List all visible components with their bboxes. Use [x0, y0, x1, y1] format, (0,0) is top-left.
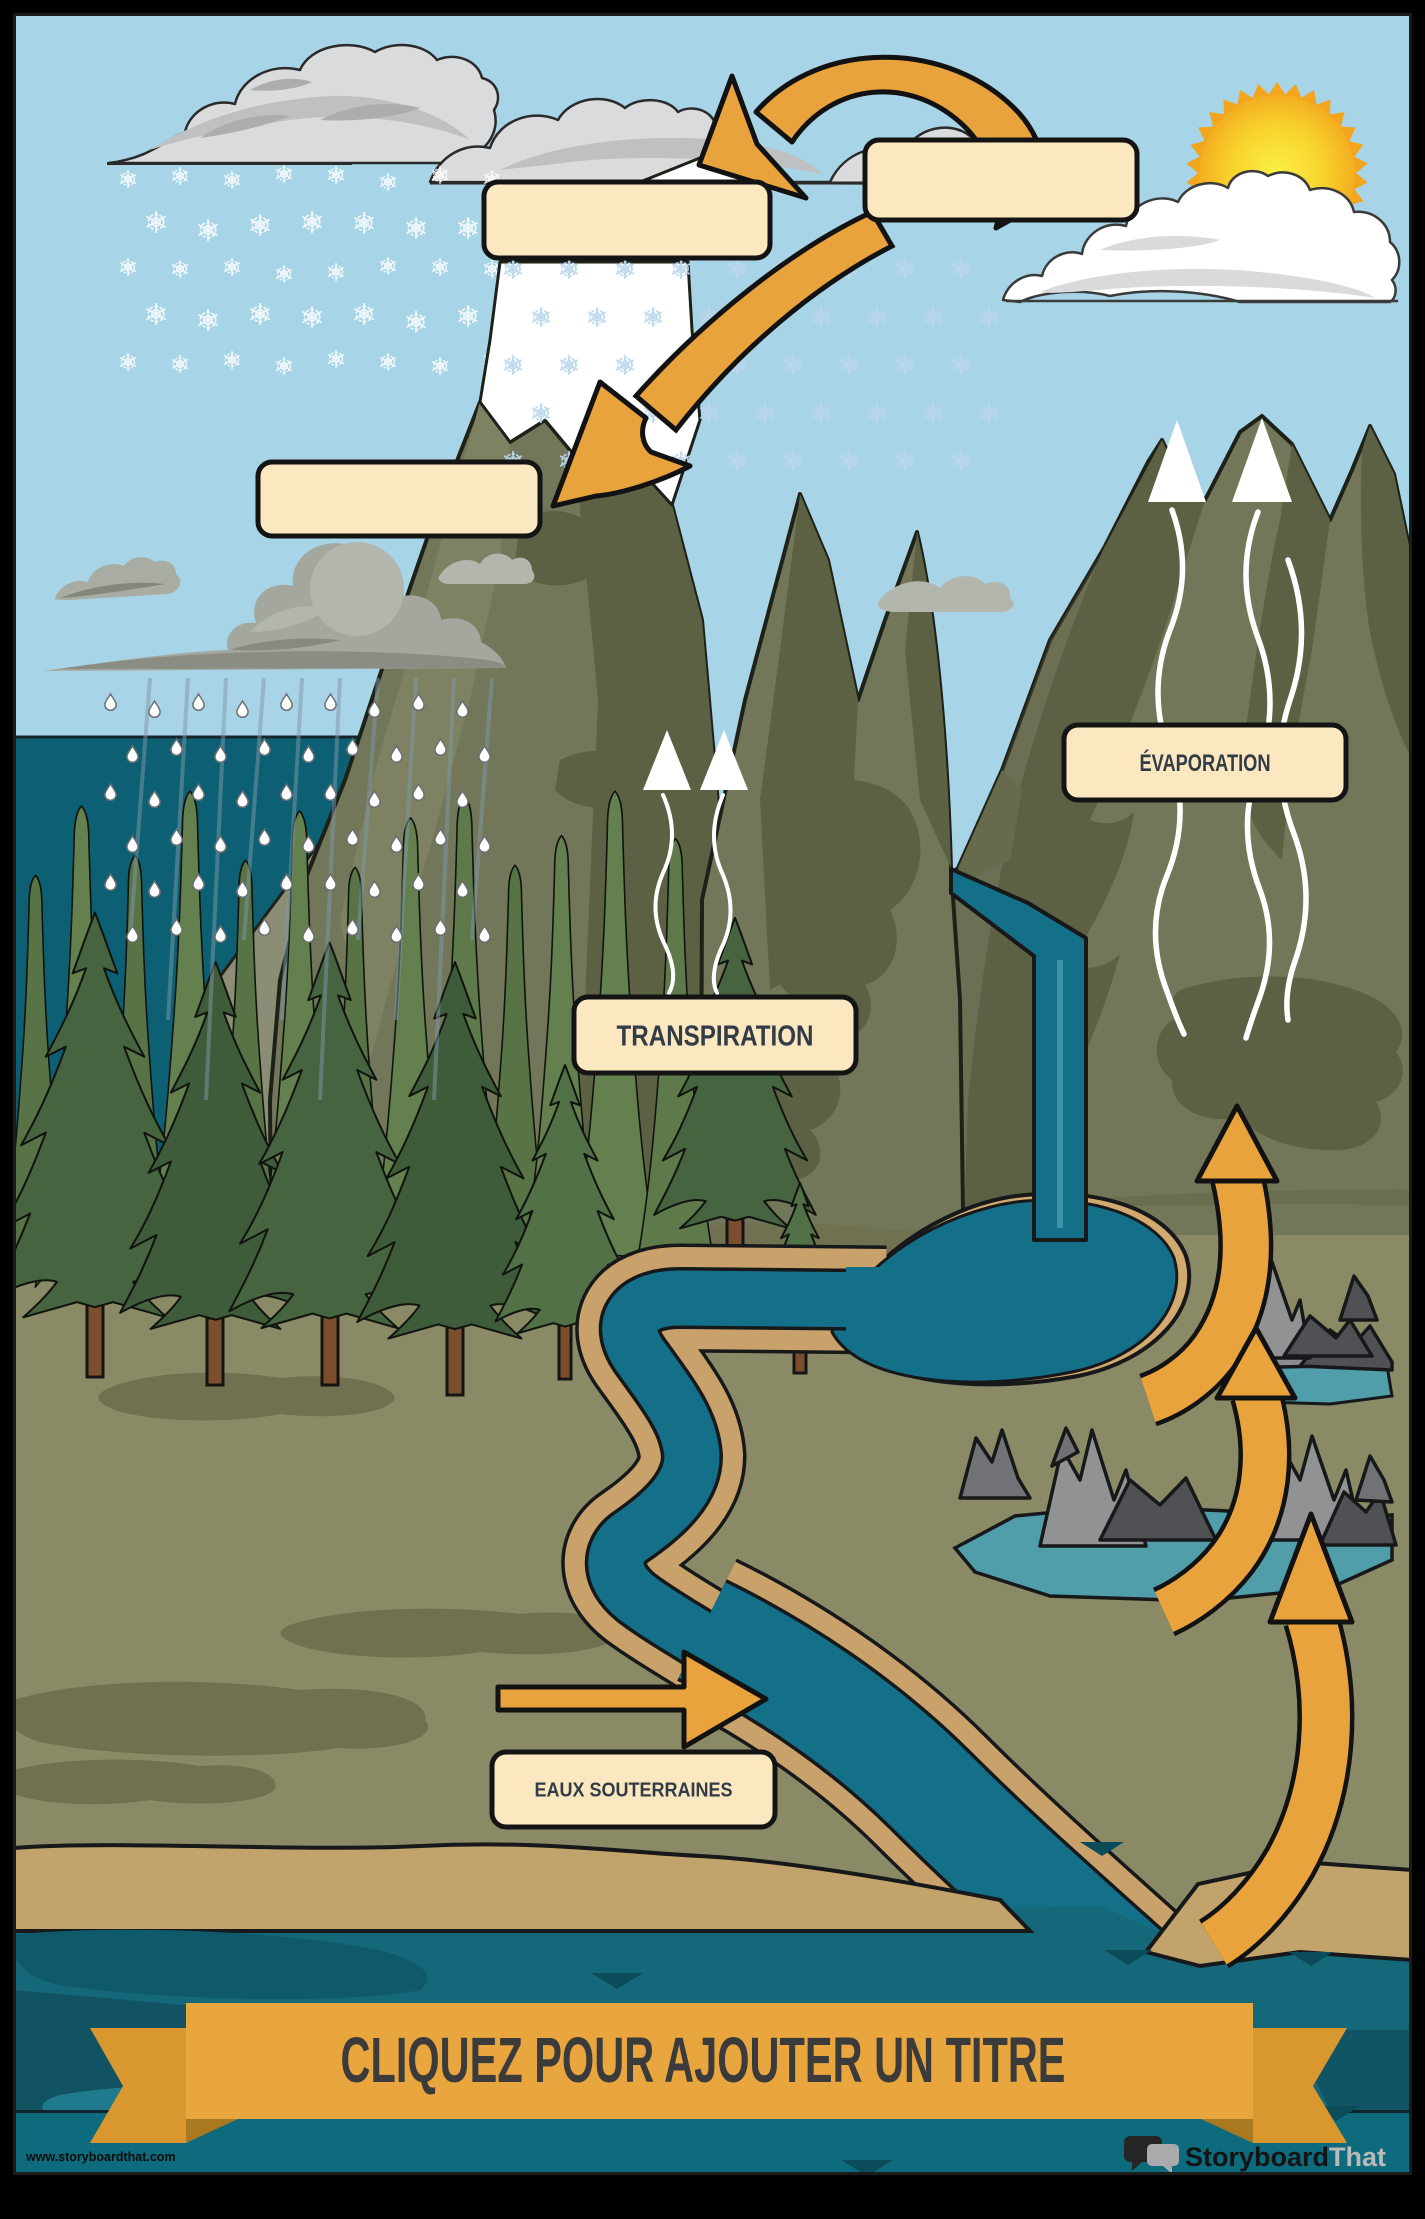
svg-text:ÉVAPORATION: ÉVAPORATION [1140, 749, 1271, 777]
svg-text:www.storyboardthat.com: www.storyboardthat.com [25, 2150, 176, 2164]
svg-text:StoryboardThat: StoryboardThat [1185, 2142, 1386, 2172]
svg-text:EAUX SOUTERRAINES: EAUX SOUTERRAINES [535, 1780, 733, 1802]
svg-text:CLIQUEZ POUR AJOUTER UN TITRE: CLIQUEZ POUR AJOUTER UN TITRE [341, 2024, 1066, 2096]
svg-text:TRANSPIRATION: TRANSPIRATION [617, 1020, 814, 1052]
